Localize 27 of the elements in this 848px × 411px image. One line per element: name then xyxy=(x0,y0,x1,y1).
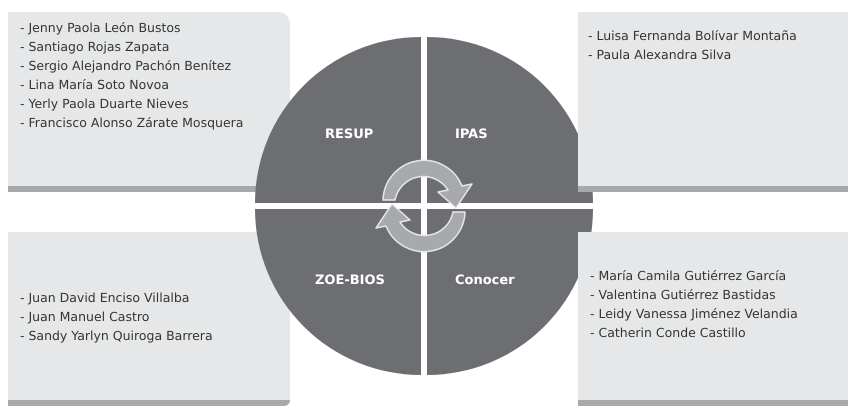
member-name: - Sandy Yarlyn Quiroga Barrera xyxy=(20,326,213,344)
member-name: - Valentina Gutiérrez Bastidas xyxy=(590,286,776,304)
quarter-circle-segment xyxy=(255,209,421,375)
name-list-panel xyxy=(578,12,848,192)
member-name: - Jenny Paola León Bustos xyxy=(20,19,181,37)
name-list-panel xyxy=(578,232,848,406)
member-name: - Catherin Conde Castillo xyxy=(590,324,746,342)
member-name: - Francisco Alonso Zárate Mosquera xyxy=(20,114,244,132)
member-name: - María Camila Gutiérrez García xyxy=(590,267,786,285)
segment-label: IPAS xyxy=(455,127,488,142)
segment-label: ZOE-BIOS xyxy=(315,273,385,288)
member-name: - Lina María Soto Novoa xyxy=(20,76,169,94)
quarter-circle-segment xyxy=(255,37,421,203)
member-name: - Luisa Fernanda Bolívar Montaña xyxy=(588,27,797,45)
member-name: - Leidy Vanessa Jiménez Velandia xyxy=(590,305,798,323)
name-list-panel xyxy=(8,12,290,192)
segment-label: Conocer xyxy=(455,273,515,288)
quarter-circle-segment xyxy=(427,37,593,203)
member-name: - Juan David Enciso Villalba xyxy=(20,288,190,306)
member-name: - Yerly Paola Duarte Nieves xyxy=(20,95,189,113)
segment-label: RESUP xyxy=(325,127,374,142)
name-list-panel xyxy=(8,232,290,406)
member-name: - Paula Alexandra Silva xyxy=(588,46,732,64)
quarter-circle-segment xyxy=(427,209,593,375)
member-name: - Santiago Rojas Zapata xyxy=(20,38,170,56)
member-name: - Sergio Alejandro Pachón Benítez xyxy=(20,57,232,75)
member-name: - Juan Manuel Castro xyxy=(20,308,150,326)
